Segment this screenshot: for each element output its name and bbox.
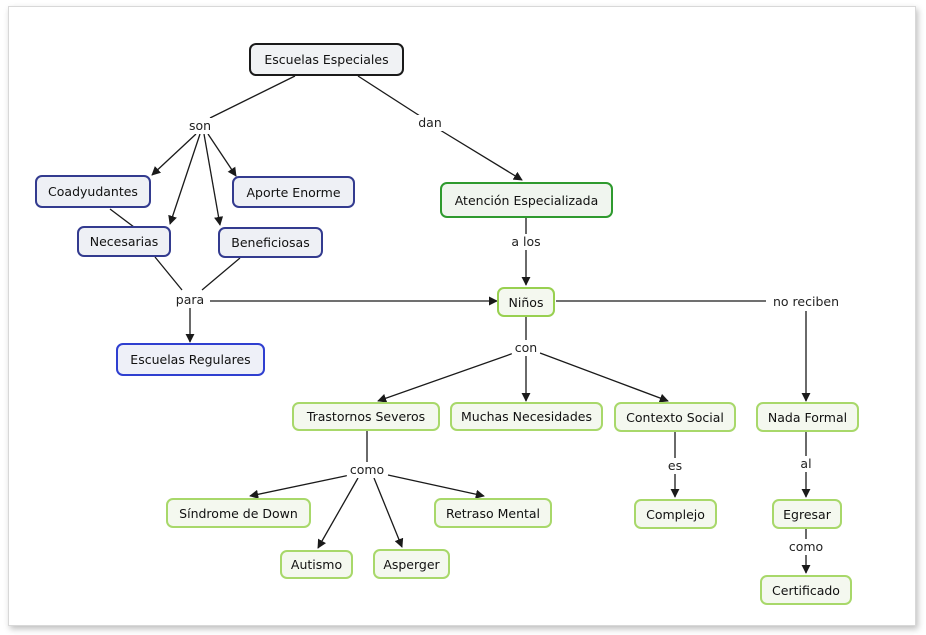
node-necesarias[interactable]: Necesarias	[77, 226, 171, 257]
node-aporte-enorme[interactable]: Aporte Enorme	[232, 176, 355, 208]
node-asperger[interactable]: Asperger	[373, 549, 450, 579]
node-escuelas-regulares[interactable]: Escuelas Regulares	[116, 343, 265, 376]
node-label: Certificado	[772, 582, 840, 598]
link-label-al: al	[797, 456, 815, 472]
node-label: Egresar	[783, 506, 831, 522]
node-nada-formal[interactable]: Nada Formal	[756, 402, 859, 432]
node-autismo[interactable]: Autismo	[280, 550, 353, 579]
edge-como-asperger	[373, 477, 404, 548]
edge-como-retraso	[387, 474, 485, 499]
link-label-dan: dan	[415, 115, 445, 131]
node-beneficiosas[interactable]: Beneficiosas	[218, 227, 323, 258]
node-label: Muchas Necesidades	[461, 409, 592, 424]
node-label: Atención Especializada	[454, 192, 599, 208]
node-coadyudantes[interactable]: Coadyudantes	[35, 175, 151, 208]
node-contexto-social[interactable]: Contexto Social	[614, 402, 736, 432]
edge-root-dan	[357, 75, 421, 117]
link-label-como: como	[346, 462, 388, 478]
node-atencion-especializada[interactable]: Atención Especializada	[440, 182, 613, 218]
node-retraso-mental[interactable]: Retraso Mental	[434, 498, 552, 528]
edge-necesarias-para	[154, 256, 183, 291]
node-muchas-necesidades[interactable]: Muchas Necesidades	[450, 402, 603, 431]
node-label: Autismo	[290, 557, 343, 572]
edge-como-sindrome	[249, 474, 351, 499]
node-trastornos-severos[interactable]: Trastornos Severos	[292, 402, 440, 431]
link-label-es: es	[664, 458, 686, 474]
node-complejo[interactable]: Complejo	[634, 499, 717, 529]
link-label-para: para	[172, 292, 208, 308]
edge-dan-atencion	[439, 129, 523, 181]
edge-son-beneficiosas	[203, 133, 224, 226]
edge-son-coadyudantes	[151, 133, 197, 176]
node-label: Escuelas Especiales	[264, 52, 389, 67]
node-escuelas-especiales[interactable]: Escuelas Especiales	[249, 43, 404, 76]
node-label: Nada Formal	[767, 409, 848, 425]
edge-son-aporte	[207, 133, 237, 177]
node-ninos[interactable]: Niños	[497, 287, 555, 317]
node-label: Complejo	[646, 506, 705, 522]
edge-son-necesarias	[168, 133, 201, 225]
node-label: Retraso Mental	[445, 505, 541, 521]
link-label-no-reciben: no reciben	[770, 294, 842, 310]
node-label: Asperger	[383, 556, 440, 572]
link-label-son: son	[185, 118, 215, 134]
edge-con-contexto	[539, 352, 669, 403]
node-sindrome-de-down[interactable]: Síndrome de Down	[166, 498, 311, 528]
node-certificado[interactable]: Certificado	[760, 575, 852, 605]
link-label-con: con	[511, 340, 541, 356]
node-label: Beneficiosas	[231, 235, 310, 250]
node-label: Escuelas Regulares	[130, 352, 251, 367]
node-label: Necesarias	[89, 234, 159, 249]
node-label: Niños	[508, 294, 544, 310]
node-label: Síndrome de Down	[179, 505, 298, 521]
edge-con-trastornos	[377, 352, 515, 403]
edge-como-autismo	[317, 477, 359, 549]
node-label: Coadyudantes	[48, 184, 138, 199]
node-label: Contexto Social	[626, 409, 724, 425]
edge-root-son	[209, 75, 296, 119]
node-label: Trastornos Severos	[306, 409, 426, 424]
link-label-a-los: a los	[508, 234, 544, 250]
node-egresar[interactable]: Egresar	[772, 499, 842, 529]
edge-beneficiosas-para	[201, 257, 241, 291]
node-label: Aporte Enorme	[246, 184, 341, 200]
link-label-como-2: como	[785, 539, 827, 555]
